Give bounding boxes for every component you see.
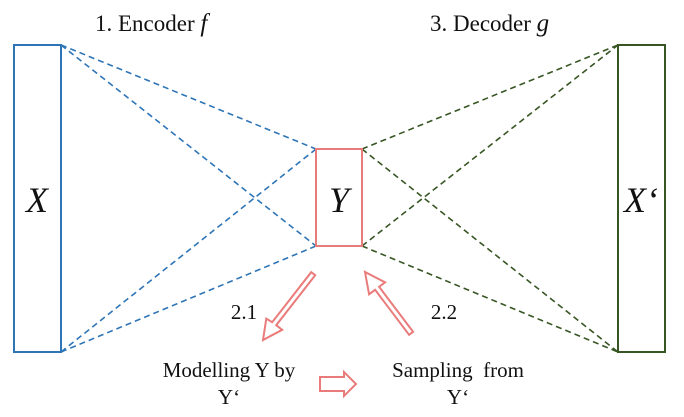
encoder-title: 1. Encoder f xyxy=(95,10,210,37)
output-label: X‘ xyxy=(622,180,658,220)
modelling-step-number: 2.1 xyxy=(231,300,257,324)
modelling-caption-line2: Y‘ xyxy=(218,385,240,409)
encoder-line-top-top xyxy=(60,44,317,150)
encoder-line-top-bottom xyxy=(60,44,317,247)
input-box xyxy=(13,44,62,353)
modelling-caption-line1: Modelling Y by xyxy=(163,358,296,382)
decoder-line-top-top xyxy=(361,44,619,150)
encoder-title-text: 1. Encoder xyxy=(95,11,200,36)
sampling-step-number: 2.2 xyxy=(431,300,457,324)
modelling-to-sampling-arrow xyxy=(319,369,358,399)
latent-box xyxy=(315,148,363,247)
output-box xyxy=(617,44,666,353)
sampling-caption-line2: Y‘ xyxy=(447,385,469,409)
decoder-symbol: g xyxy=(537,10,550,37)
decoder-title: 3. Decoder g xyxy=(430,10,549,37)
decoder-connections xyxy=(361,44,619,353)
decoder-line-top-bottom xyxy=(361,148,619,353)
encoder-symbol: f xyxy=(200,10,210,37)
encoder-line-bottom-bottom xyxy=(60,245,317,353)
decoder-line-bottom-top xyxy=(361,44,619,247)
latent-label: Y xyxy=(329,180,353,220)
input-label: X xyxy=(24,180,50,220)
sampling-arrow xyxy=(363,270,415,337)
encoder-line-bottom-top xyxy=(60,148,317,353)
sampling-caption-line1: Sampling from xyxy=(392,358,524,382)
modelling-arrow xyxy=(261,270,317,342)
encoder-connections xyxy=(60,44,317,353)
decoder-title-text: 3. Decoder xyxy=(430,11,537,36)
decoder-line-bottom-bottom xyxy=(361,245,619,353)
